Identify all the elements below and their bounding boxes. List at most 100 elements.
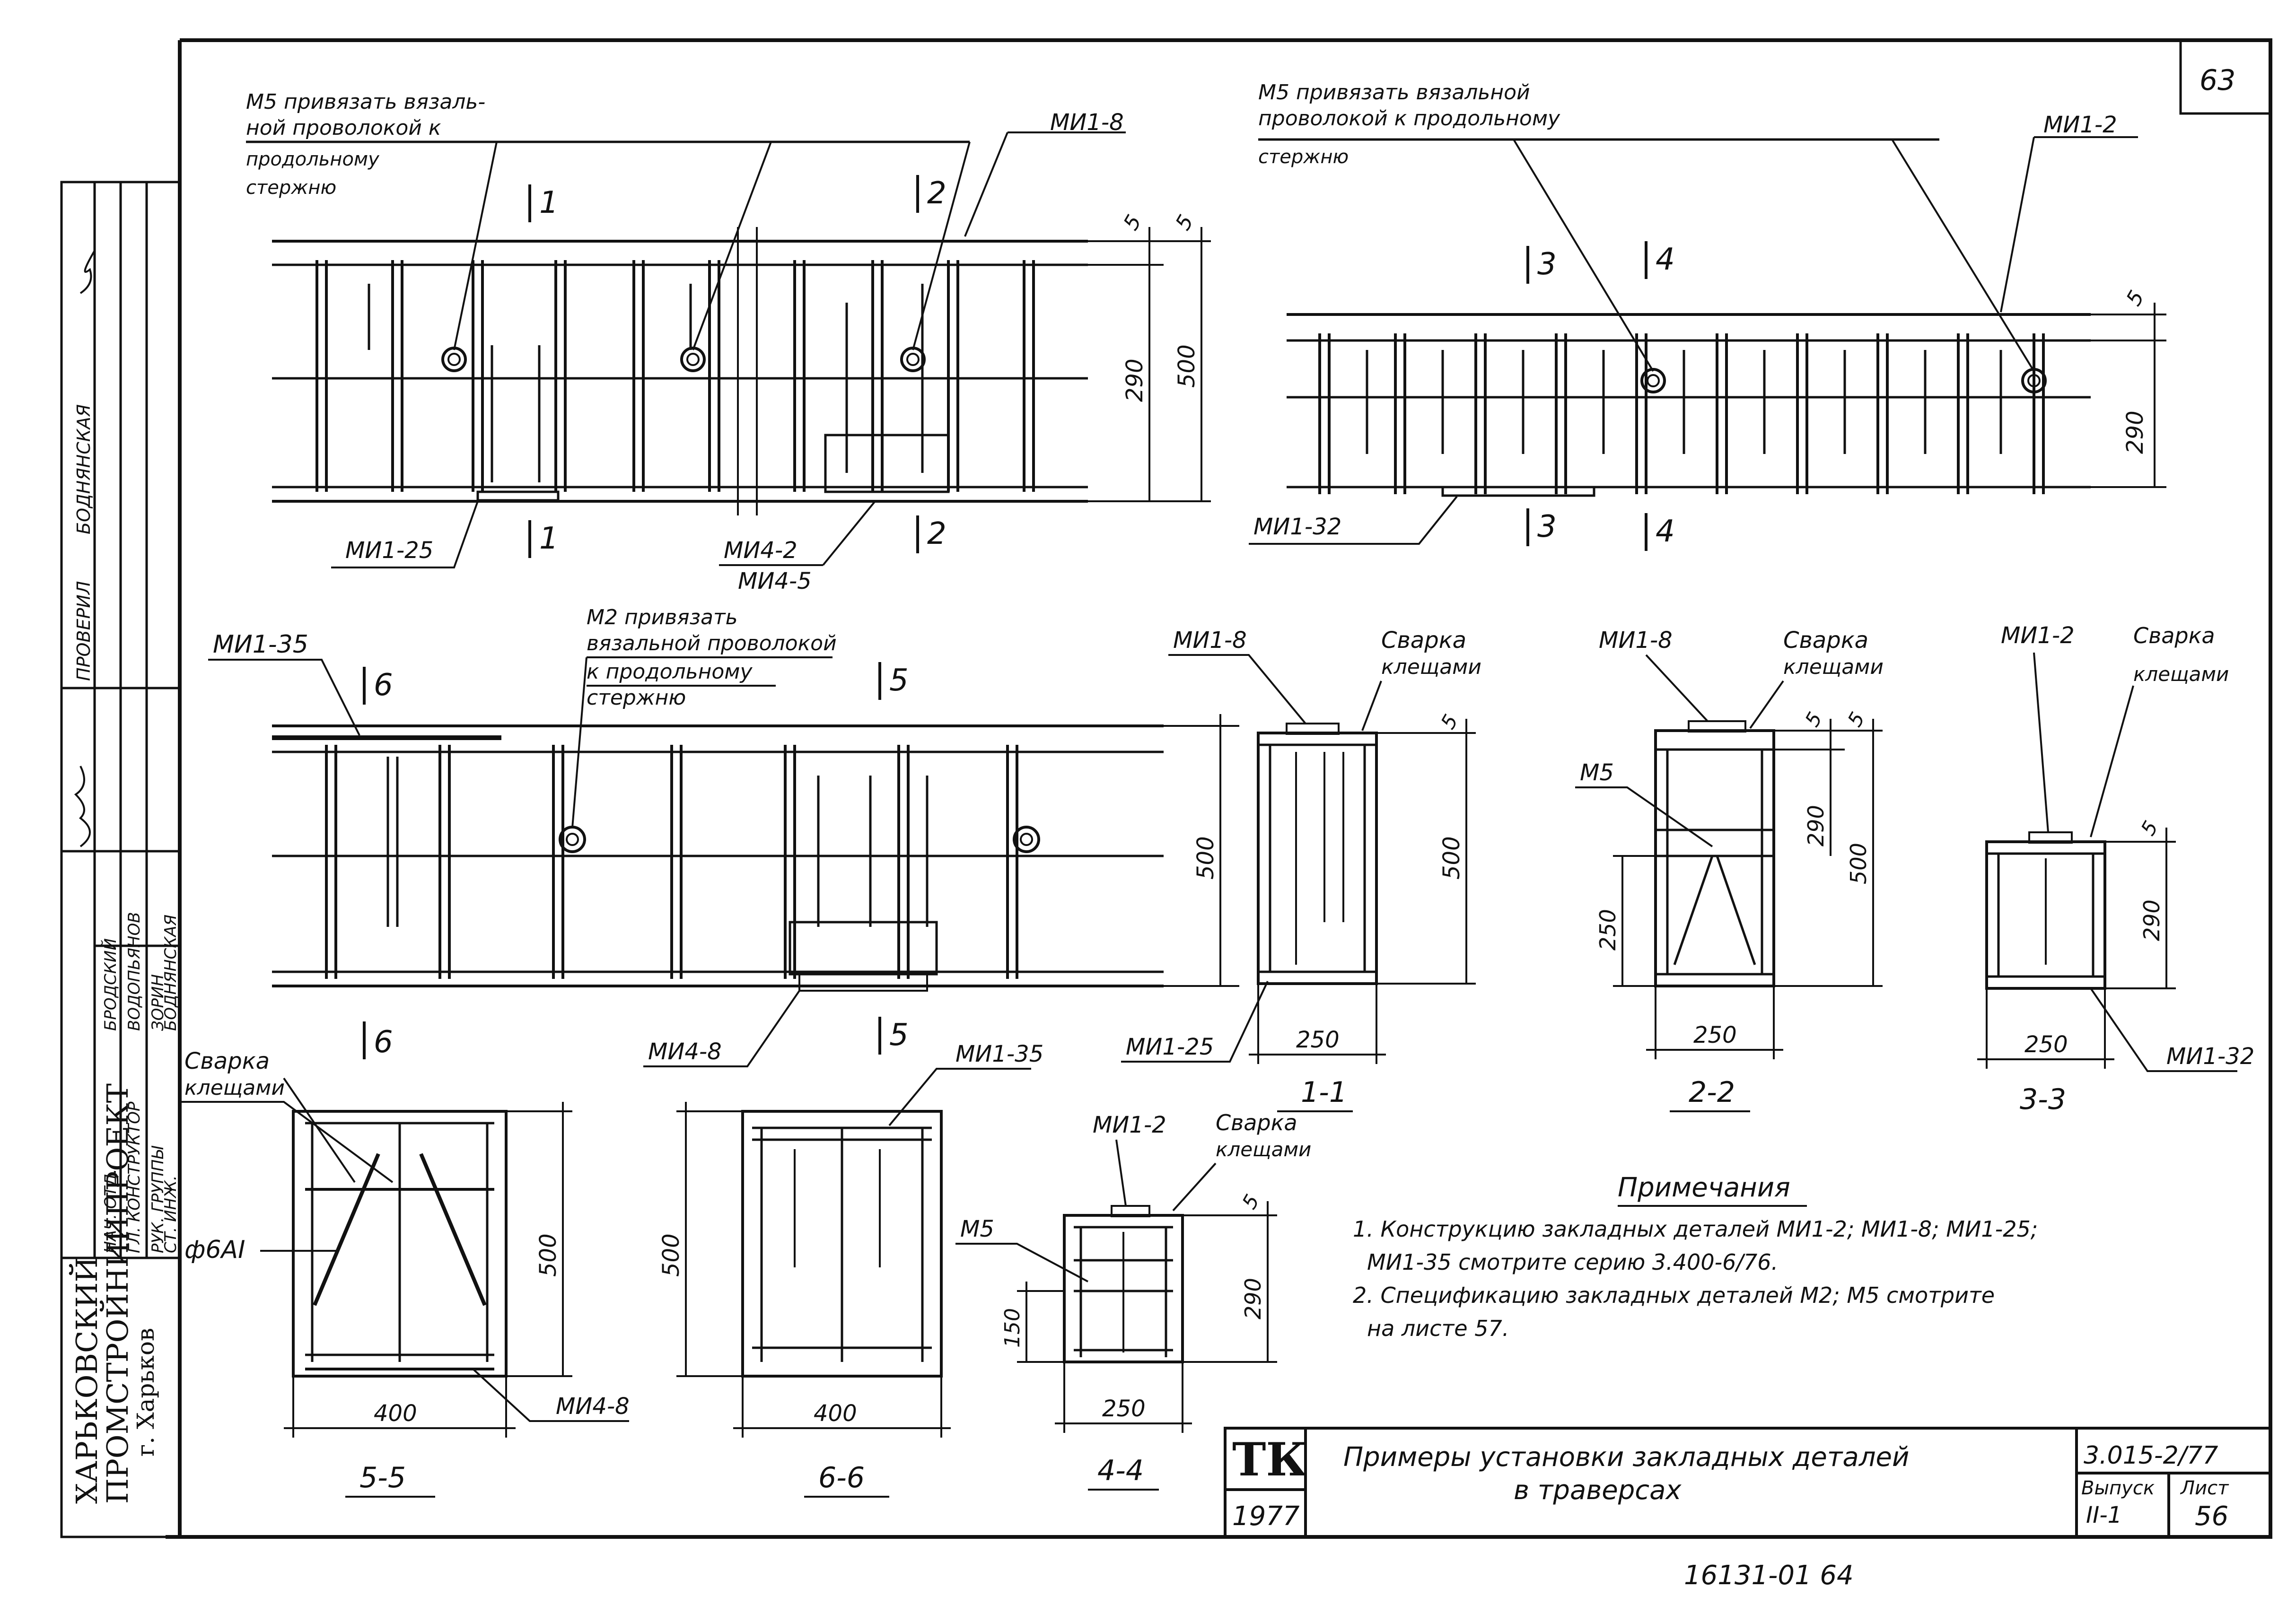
beam3-dims [1164,714,1239,987]
weld-s33b: клещами [2133,663,2229,686]
dim-5-s44: 5 [1237,1190,1264,1213]
mark-mi1-8-s11: МИ1-8 [1173,627,1247,654]
section-1-1 [1257,723,1378,985]
weld-s33a: Сварка [2133,623,2215,648]
section-6-6 [741,1110,943,1378]
section-label-2-2: 2-2 [1689,1076,1735,1109]
beam-elevation-3 [272,724,1164,992]
dim-5-s22a: 5 [1800,708,1827,731]
dim-500-s55: 500 [535,1233,561,1277]
leader-mi4 [822,500,876,566]
notes-line2: МИ1-35 смотрите серию 3.400-6/76. [1367,1249,1778,1275]
leader-lines-beam2 [1513,137,2035,372]
dim-250-s22h: 250 [1693,1022,1737,1048]
weld-s55a: Сварка [184,1048,270,1074]
dim-500-s66: 500 [658,1233,684,1277]
section-5-5-dims [284,1102,572,1438]
leader-mi4-8-s55 [472,1368,629,1422]
dim-290-s44: 290 [1240,1278,1266,1319]
title-issue-label: Выпуск [2081,1477,2155,1499]
dim-5-s33: 5 [2136,817,2163,839]
stamp-role-0: НАЧ. ОТД. [101,1169,120,1253]
mark-mi1-8-beam1: МИ1-8 [1050,109,1124,136]
section-3-3 [1985,831,2106,990]
notes-block: Примечания 1. Конструкцию закладных дета… [1353,1172,2038,1341]
mark-mi4-2: МИ4-2 [724,537,797,564]
callout-m2-tie-d: стержню [587,686,686,710]
cut-2-bottom: 2 [927,516,946,551]
leader-m2 [571,657,587,828]
leader-mi1-32 [1249,496,1458,545]
dim-5-s11: 5 [1436,710,1463,733]
dim-400-s66: 400 [814,1400,857,1427]
cut-1-bottom: 1 [539,521,559,556]
mark-mi4-8-s55: МИ4-8 [556,1393,630,1420]
stamp-name-1: ВОДОПЬЯНОВ [125,912,144,1031]
mark-mi4-8-beam3: МИ4-8 [648,1038,722,1065]
signature-1 [79,250,96,294]
title-issue-value: II-1 [2086,1502,2122,1528]
callout-m2-tie-b: вязальной проволокой [587,631,837,655]
leader-lines-beam1 [453,132,1008,350]
leader-weld-s44 [1172,1162,1217,1212]
dim-500-s11: 500 [1438,836,1465,880]
mark-mi1-25-s11: МИ1-25 [1126,1034,1214,1060]
mark-mi1-8-s22: МИ1-8 [1599,627,1673,654]
dim-5-beam2: 5 [2121,287,2149,310]
callout-m2-tie-a: М2 привязать [587,605,738,629]
title-sheet-value: 56 [2195,1501,2228,1532]
notes-line4: на листе 57. [1367,1316,1509,1341]
dim-290-s33: 290 [2139,899,2165,941]
callout-m5-tie-1d: стержню [246,177,336,199]
weld-s22b: клещами [1783,655,1884,679]
mark-mi1-35-beam3: МИ1-35 [213,630,308,659]
section-label-4-4: 4-4 [1097,1454,1144,1487]
mark-mi1-2-beam2: МИ1-2 [2043,112,2117,138]
mark-m5-s22: М5 [1580,759,1614,786]
dim-290-beam2: 290 [2122,410,2148,454]
page-number-top: 63 [2200,64,2235,97]
dim-500-beam3: 500 [1192,836,1219,880]
stamp-org-line3: г. Харьков [132,1328,159,1457]
leader-weld-s11 [1361,680,1382,731]
notes-heading: Примечания [1618,1172,1790,1203]
title-year: 1977 [1232,1501,1300,1532]
weld-s44b: клещами [1216,1138,1311,1161]
leader-mi4-8 [643,990,800,1067]
dim-290-s22: 290 [1803,805,1829,846]
beam-elevation-1 [272,227,1088,515]
dim-290-beam1: 290 [1122,358,1148,402]
section-label-5-5: 5-5 [359,1461,406,1494]
dim-250-s11: 250 [1296,1027,1340,1053]
callout-m5-tie-2a: М5 привязать вязальной [1258,80,1530,105]
leader-weld-s22 [1749,680,1784,729]
leader-weld-s55 [180,1101,394,1183]
leader-mi1-8-s22 [1645,654,1709,722]
mark-mi1-32-s33: МИ1-32 [2166,1043,2254,1070]
signature-2 [74,766,91,847]
beam-elevation-2 [1287,313,2091,497]
weld-s22a: Сварка [1783,627,1868,654]
notes-line1: 1. Конструкцию закладных деталей МИ1-2; … [1353,1216,2038,1242]
dim-250-s33: 250 [2024,1031,2068,1058]
section-5-5 [292,1110,508,1378]
mark-mi1-35-s66: МИ1-35 [955,1041,1043,1067]
cut-5-bottom: 5 [889,1018,909,1053]
dim-400-s55: 400 [374,1400,417,1427]
weld-s11b: клещами [1381,655,1481,679]
dim-5-beam1b: 5 [1171,211,1198,235]
dim-500-beam1: 500 [1174,344,1200,388]
title-sheet-label: Лист [2180,1477,2229,1499]
section-label-3-3: 3-3 [2020,1083,2066,1116]
mark-d6ai: ф6АI [184,1236,245,1264]
leader-m5-s22 [1575,786,1713,847]
cut-5-top: 5 [889,663,909,698]
leader-mi1-25-s11 [1121,981,1269,1063]
mark-mi1-2-s33: МИ1-2 [2001,622,2075,649]
mark-mi4-5: МИ4-5 [738,568,812,594]
section-6-6-dims [676,1102,951,1438]
stamp-role-2: РУК. ГРУППЫ [149,1145,167,1253]
section-3-3-dims [1977,828,2176,1069]
cut-3-bottom: 3 [1537,509,1557,544]
left-stamp: ХАРЬКОВСКИЙ ПРОМСТРОЙНИИПРОЕКТ г. Харько… [60,181,181,1538]
